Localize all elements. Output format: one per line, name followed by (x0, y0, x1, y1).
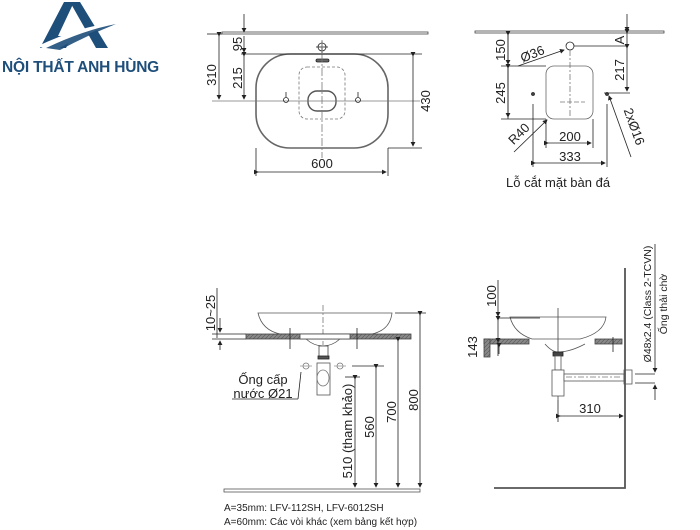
dim-95: 95 (230, 37, 245, 51)
supply-label-line1: Ống cấp (238, 372, 287, 387)
dim-430: 430 (418, 90, 433, 112)
dim-100: 100 (484, 285, 499, 307)
dim-700: 700 (384, 401, 399, 423)
dim-245: 245 (493, 82, 508, 104)
dim-10-25: 10~25 (203, 295, 218, 332)
brand-name: NỘI THẤT ANH HÙNG (2, 59, 160, 76)
pipe-spec: Ø48x2.4 (Class 2-TCVN) (642, 246, 654, 363)
dim-r40: R40 (505, 120, 532, 147)
supply-label-line2: nước Ø21 (233, 386, 292, 401)
brand-logo: NỘI THẤT ANH HÙNG (0, 0, 200, 90)
pipe-label: Ống thải chờ (656, 274, 670, 335)
dim-150: 150 (493, 39, 508, 61)
front-view (212, 288, 426, 493)
cutout-caption: Lỗ cắt mặt bàn đá (506, 175, 611, 190)
dim-200: 200 (559, 129, 581, 144)
dim-310-side: 310 (579, 401, 601, 416)
note-a60: A=60mm: Các vòi khác (xem bảng kết hợp) (224, 517, 418, 528)
dim-dia36: Ø36 (518, 42, 546, 65)
logo-mark-icon (38, 2, 118, 52)
note-a35: A=35mm: LFV-112SH, LFV-6012SH (224, 503, 384, 514)
dim-600: 600 (311, 156, 333, 171)
side-view (483, 244, 658, 489)
dim-143: 143 (465, 336, 480, 358)
dim-510: 510 (tham khảo) (340, 384, 355, 479)
dim-333: 333 (559, 149, 581, 164)
dim-A: A (612, 35, 627, 44)
dim-800: 800 (406, 389, 421, 411)
dim-217: 217 (612, 59, 627, 81)
top-view (207, 14, 429, 176)
dim-holes: 2xØ16 (621, 106, 648, 147)
cutout-view (474, 14, 665, 167)
dim-560: 560 (362, 416, 377, 438)
dim-310: 310 (204, 64, 219, 86)
dim-215: 215 (230, 67, 245, 89)
